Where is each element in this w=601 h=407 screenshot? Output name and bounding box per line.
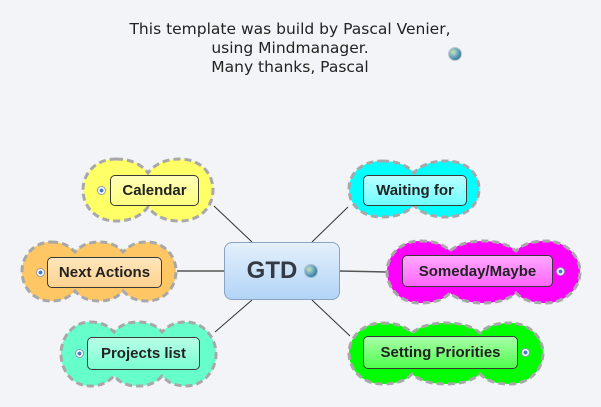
topic-projects-list[interactable]: Projects list bbox=[87, 337, 200, 370]
credit-line-2: using Mindmanager. bbox=[211, 39, 369, 57]
topic-label: Someday/Maybe bbox=[418, 262, 537, 280]
credit-line-1: This template was build by Pascal Venier… bbox=[129, 20, 451, 38]
topic-setting-priorities[interactable]: Setting Priorities bbox=[363, 336, 518, 369]
central-topic-label: GTD bbox=[246, 257, 298, 284]
topic-label: Projects list bbox=[100, 345, 187, 362]
central-topic-gtd[interactable]: GTD bbox=[224, 242, 340, 300]
topic-label: Calendar bbox=[122, 182, 187, 199]
expand-toggle-setting-priorities[interactable] bbox=[521, 348, 530, 357]
expand-toggle-someday-maybe[interactable] bbox=[556, 267, 565, 276]
expand-toggle-calendar[interactable] bbox=[97, 186, 106, 195]
topic-next-actions[interactable]: Next Actions bbox=[47, 257, 162, 288]
credit-note: This template was build by Pascal Venier… bbox=[100, 20, 480, 77]
topic-someday-maybe[interactable]: Someday/Maybe bbox=[402, 255, 553, 287]
globe-icon[interactable] bbox=[305, 265, 318, 277]
topic-label: Waiting for bbox=[376, 182, 454, 199]
topic-label: Next Actions bbox=[58, 264, 151, 281]
credit-line-3: Many thanks, Pascal bbox=[211, 58, 369, 76]
topic-label: Setting Priorities bbox=[380, 344, 501, 361]
globe-icon[interactable] bbox=[449, 48, 461, 60]
topic-calendar[interactable]: Calendar bbox=[110, 175, 199, 206]
topic-waiting-for[interactable]: Waiting for bbox=[363, 175, 467, 206]
expand-toggle-projects-list[interactable] bbox=[75, 349, 84, 358]
expand-toggle-next-actions[interactable] bbox=[36, 268, 45, 277]
